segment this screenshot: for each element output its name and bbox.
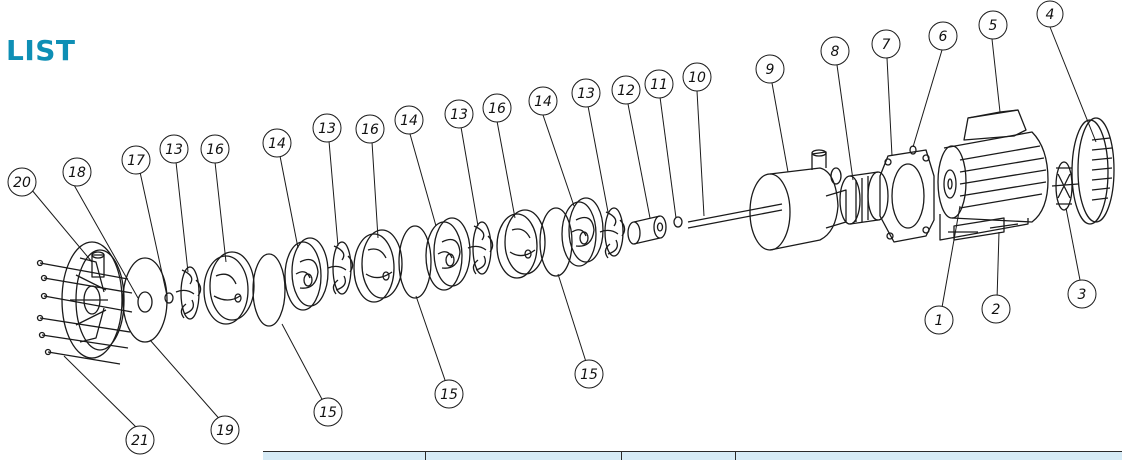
svg-text:15: 15 [440,387,458,403]
callout-6: 6 [928,21,958,51]
o-ring-15-b [398,225,432,299]
svg-text:2: 2 [992,302,1001,318]
svg-text:19: 19 [216,423,234,439]
svg-text:13: 13 [318,121,336,137]
callout-3: 3 [1067,279,1097,309]
svg-text:14: 14 [268,136,286,152]
svg-text:8: 8 [831,44,840,60]
svg-text:18: 18 [68,165,86,181]
callout-15: 15 [313,397,343,427]
impeller-13-d [599,207,626,259]
pump-casing-9 [749,149,847,251]
parts-table-header [263,451,1122,460]
svg-text:14: 14 [400,113,418,129]
callout-14: 14 [528,86,558,116]
callout-1: 1 [924,305,954,335]
svg-text:7: 7 [882,37,891,53]
callout-11: 11 [644,69,674,99]
svg-text:15: 15 [319,405,337,421]
impeller-13-b [327,241,354,295]
callout-17: 17 [121,145,151,175]
callout-16: 16 [482,93,512,123]
motor-base-2 [953,217,1005,241]
callout-7: 7 [871,29,901,59]
svg-text:11: 11 [650,77,668,93]
callout-8: 8 [820,36,850,66]
svg-text:13: 13 [165,142,183,158]
callout-4: 4 [1036,0,1064,28]
o-ring-15-c [539,207,573,277]
svg-text:6: 6 [939,29,948,45]
callout-16: 16 [355,114,385,144]
svg-text:1: 1 [935,313,944,329]
svg-text:20: 20 [13,175,31,191]
fan-3 [1051,161,1079,211]
table-column [622,452,736,460]
impeller-13-a [175,266,202,320]
callout-15: 15 [434,379,464,409]
callout-20: 20 [7,167,37,197]
nut-17 [164,292,174,304]
seal-8 [839,171,889,225]
stage-chamber-14-c [561,197,604,267]
callout-21: 21 [125,425,155,455]
svg-text:5: 5 [989,18,998,34]
svg-text:9: 9 [766,62,775,78]
callout-10: 10 [682,62,712,92]
callout-13: 13 [159,134,189,164]
callout-16: 16 [200,134,230,164]
callout-2: 2 [981,294,1011,324]
svg-text:16: 16 [206,142,224,158]
page-title: LIST [6,34,76,67]
pump-head [61,241,125,359]
shaft-10 [687,203,783,229]
svg-text:14: 14 [534,94,552,110]
svg-text:17: 17 [127,153,145,169]
terminal-box-5 [963,109,1027,141]
svg-text:15: 15 [580,367,598,383]
stage-chamber-14-a [284,237,329,311]
callout-15: 15 [574,359,604,389]
o-ring-19 [122,257,168,343]
svg-text:4: 4 [1046,7,1055,23]
callout-13: 13 [571,78,601,108]
svg-text:13: 13 [577,86,595,102]
svg-text:10: 10 [688,70,706,86]
o-ring-15-a [252,253,286,327]
leader-lines [25,26,1097,429]
table-column [426,452,622,460]
table-column [736,452,1122,460]
callout-5: 5 [978,10,1008,40]
pump-bolts [36,259,133,365]
svg-text:3: 3 [1078,287,1087,303]
motor-1 [937,131,1049,241]
callout-13: 13 [444,99,474,129]
callout-19: 19 [210,415,240,445]
stage-chamber-14-b [425,217,471,291]
svg-text:16: 16 [361,122,379,138]
svg-text:21: 21 [131,433,149,449]
washer-11 [673,216,683,228]
callout-14: 14 [394,105,424,135]
screw-6 [909,145,917,155]
disk-18 [137,291,153,313]
callout-14: 14 [262,128,292,158]
table-column [263,452,426,460]
callout-12: 12 [611,75,641,105]
svg-text:12: 12 [617,83,635,99]
diffuser-16-c [496,209,546,279]
diffuser-16-b [353,229,403,303]
fan-cover-4 [1071,117,1115,225]
impeller-13-c [467,221,494,275]
flange-7 [879,149,935,243]
svg-text:16: 16 [488,101,506,117]
sleeve-12 [627,215,667,245]
svg-text:13: 13 [450,107,468,123]
callout-9: 9 [755,54,785,84]
diffuser-16-a [203,251,255,325]
callout-18: 18 [62,157,92,187]
callout-13: 13 [312,113,342,143]
